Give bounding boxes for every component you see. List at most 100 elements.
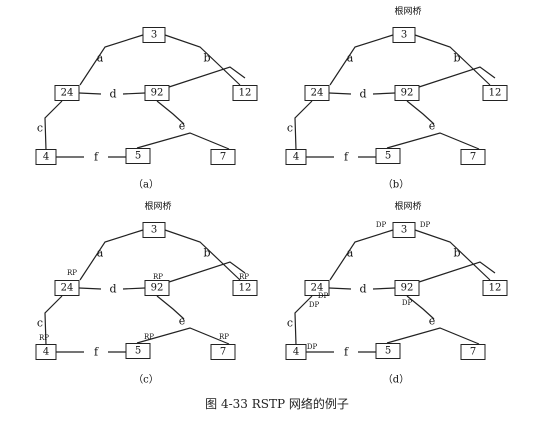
link-label: b — [453, 247, 460, 260]
bridge-box — [304, 85, 330, 101]
bridge-box — [54, 85, 80, 101]
bridge-id: 4 — [43, 347, 49, 358]
panel-label: （a） — [133, 179, 159, 191]
bridge-box — [394, 85, 420, 101]
link-line — [79, 34, 144, 86]
bridge-box — [210, 149, 236, 165]
link-label: f — [94, 151, 99, 164]
bridge-id: 92 — [401, 88, 414, 99]
bridge-id: 92 — [151, 88, 164, 99]
link-label: d — [359, 88, 366, 101]
port-role-label: RP — [67, 269, 77, 277]
port-role-label: DP — [309, 301, 320, 309]
link-line — [164, 34, 241, 86]
bridge-box — [144, 280, 170, 296]
bridge-id: 7 — [470, 347, 476, 358]
link-label: f — [94, 346, 99, 359]
root-bridge-label: 根网桥 — [144, 200, 171, 212]
bridge-id: 3 — [151, 225, 157, 236]
link-line — [122, 92, 146, 95]
link-label: d — [109, 88, 116, 101]
link-label: d — [359, 283, 366, 296]
panel-label: （b） — [383, 179, 409, 191]
bridge-id: 3 — [401, 225, 407, 236]
link-label: f — [344, 151, 349, 164]
bridge-id: 24 — [311, 283, 324, 294]
bridge-id: 24 — [311, 88, 324, 99]
link-line — [328, 287, 352, 290]
link-line — [418, 261, 496, 283]
bridge-id: 5 — [135, 346, 141, 357]
bridge-id: 12 — [489, 88, 502, 99]
bridge-box — [144, 85, 170, 101]
link-line — [372, 92, 396, 95]
link-line — [406, 295, 435, 320]
link-line — [329, 34, 394, 86]
link-line — [386, 327, 480, 345]
port-role-label: RP — [144, 333, 154, 341]
bridge-id: 3 — [151, 30, 157, 41]
bridge-box — [392, 27, 416, 43]
link-label: c — [37, 122, 43, 135]
bridge-id: 12 — [239, 283, 252, 294]
link-label: b — [203, 247, 210, 260]
port-role-label: DP — [318, 292, 329, 300]
port-role-label: RP — [239, 273, 249, 281]
port-role-label: RP — [219, 333, 229, 341]
bridge-box — [54, 280, 80, 296]
link-line — [78, 92, 102, 95]
bridge-box — [142, 222, 166, 238]
root-bridge-label: 根网桥 — [394, 5, 421, 17]
bridge-box — [285, 149, 307, 165]
link-line — [372, 287, 396, 290]
bridge-box — [392, 222, 416, 238]
bridge-id: 7 — [220, 347, 226, 358]
bridge-box — [460, 344, 486, 360]
bridge-box — [125, 343, 151, 359]
link-label: e — [179, 315, 186, 328]
bridge-box — [232, 85, 258, 101]
bridge-id: 5 — [135, 151, 141, 162]
link-line — [294, 100, 313, 151]
link-label: f — [344, 346, 349, 359]
link-line — [328, 92, 352, 95]
bridge-id: 92 — [401, 283, 414, 294]
link-line — [44, 100, 63, 151]
bridge-id: 24 — [61, 88, 74, 99]
link-line — [136, 132, 230, 150]
bridge-id: 12 — [239, 88, 252, 99]
link-line — [414, 34, 491, 86]
link-label: c — [37, 317, 43, 330]
link-line — [79, 229, 144, 281]
link-label: e — [429, 120, 436, 133]
link-line — [164, 229, 241, 281]
link-label: c — [287, 122, 293, 135]
panel-label: （d） — [383, 374, 409, 386]
port-role-label: RP — [39, 334, 49, 342]
link-line — [329, 229, 394, 281]
port-role-label: RP — [153, 273, 163, 281]
bridge-id: 4 — [43, 152, 49, 163]
link-label: b — [203, 52, 210, 65]
bridge-box — [232, 280, 258, 296]
bridge-box — [142, 27, 166, 43]
link-line — [294, 295, 313, 346]
link-line — [78, 287, 102, 290]
bridge-box — [35, 344, 57, 360]
link-label: d — [109, 283, 116, 296]
bridge-id: 5 — [385, 346, 391, 357]
root-bridge-label: 根网桥 — [394, 200, 421, 212]
link-label: e — [429, 315, 436, 328]
link-label: c — [287, 317, 293, 330]
bridge-id: 7 — [470, 152, 476, 163]
bridge-box — [210, 344, 236, 360]
link-line — [168, 66, 246, 88]
link-line — [406, 100, 435, 125]
link-line — [156, 295, 185, 320]
link-label: a — [97, 52, 104, 65]
bridge-box — [482, 85, 508, 101]
link-line — [156, 100, 185, 125]
port-role-label: DP — [307, 343, 318, 351]
bridge-id: 4 — [293, 347, 299, 358]
